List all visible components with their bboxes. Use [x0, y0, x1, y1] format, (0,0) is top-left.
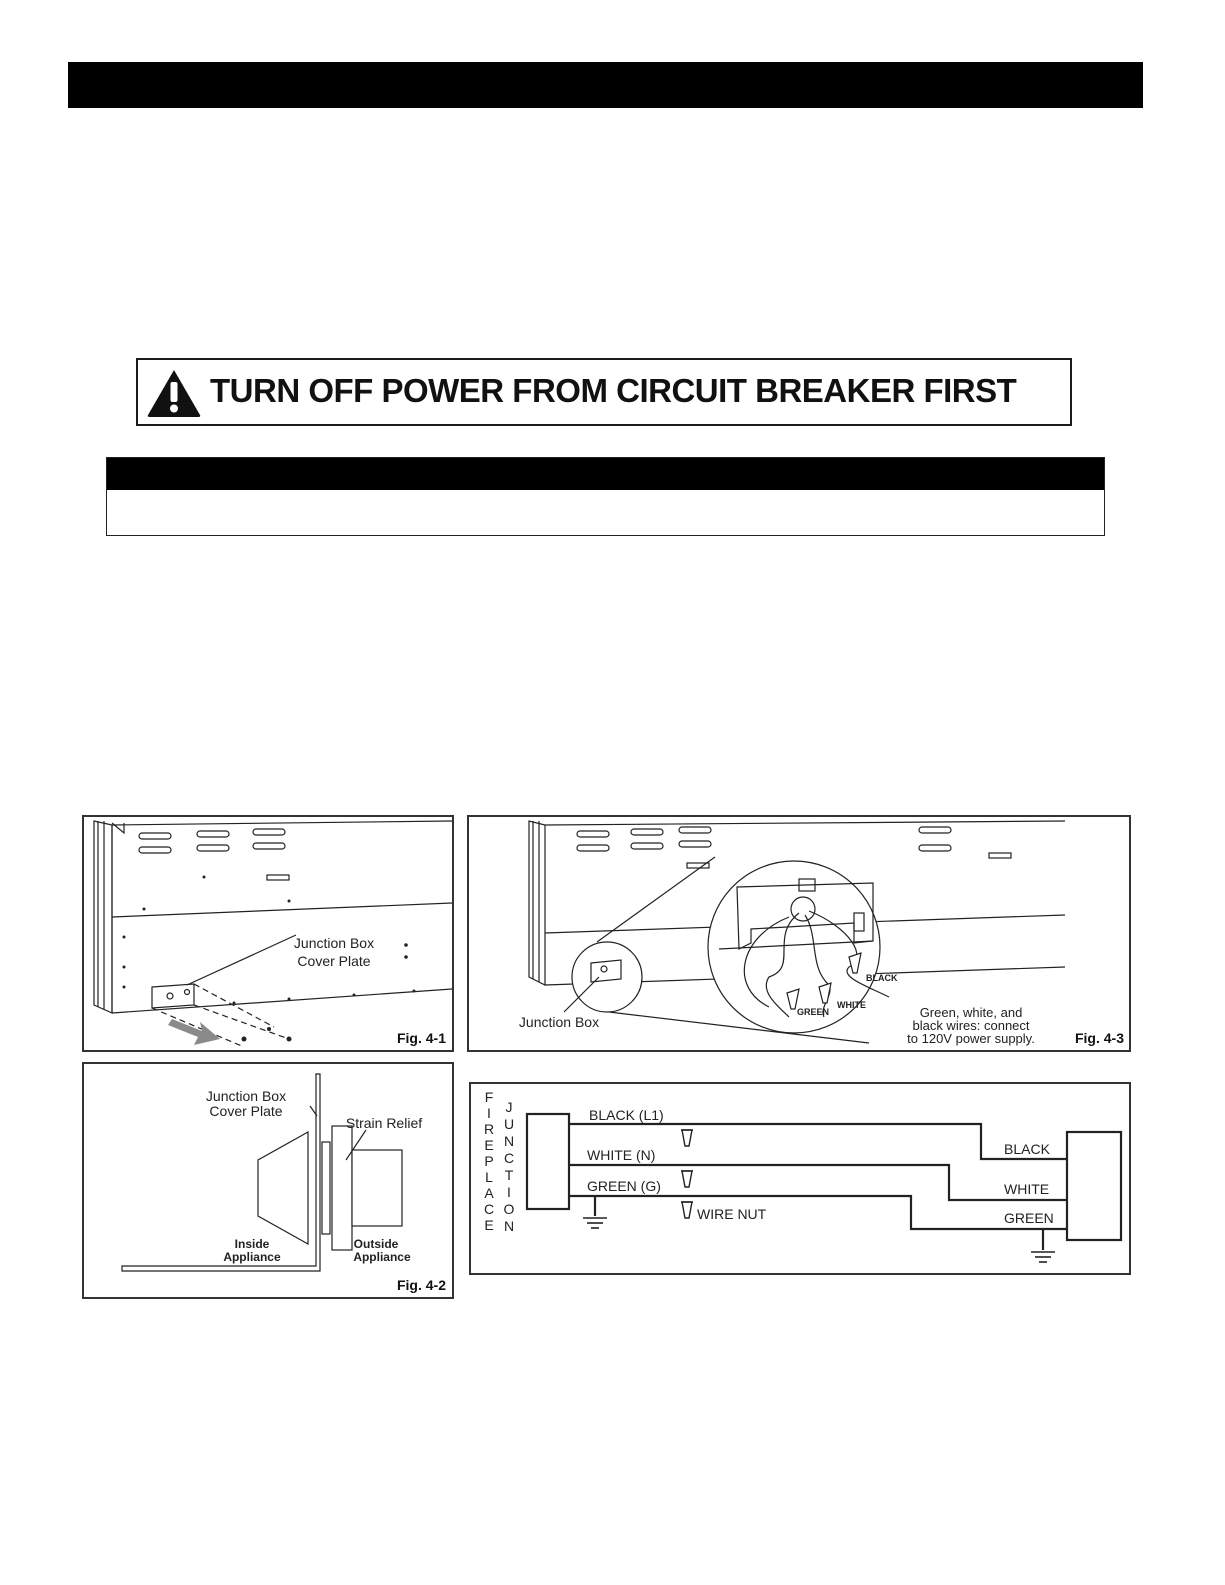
junction-box: [525, 1112, 571, 1211]
supply-label-white: WHITE: [1004, 1181, 1049, 1197]
svg-text:I: I: [507, 1184, 511, 1200]
supply-label-black: BLACK: [1004, 1141, 1051, 1157]
fig43-junction-box: Junction Box: [519, 1014, 599, 1030]
wire-label-green-g: GREEN (G): [587, 1178, 661, 1194]
svg-text:I: I: [487, 1105, 491, 1121]
fig43-note-line3: to 120V power supply.: [907, 1031, 1035, 1046]
fig43-wire-black: BLACK: [866, 973, 898, 983]
wire-label-black-l1: BLACK (L1): [589, 1107, 664, 1123]
svg-text:F: F: [485, 1089, 494, 1105]
svg-text:E: E: [484, 1217, 493, 1233]
svg-text:A: A: [484, 1185, 494, 1201]
fig43-wire-white: WHITE: [837, 1000, 866, 1010]
warning-text: TURN OFF POWER FROM CIRCUIT BREAKER FIRS…: [210, 372, 1017, 409]
svg-text:P: P: [484, 1153, 493, 1169]
svg-text:L: L: [485, 1169, 493, 1185]
warning-triangle-icon: [147, 370, 201, 417]
svg-text:R: R: [484, 1121, 494, 1137]
fig42-inside-line1: Inside: [235, 1237, 270, 1251]
wire-nut-icon: [681, 1201, 693, 1219]
black-wire: [569, 1122, 1067, 1161]
section-header-bar: [68, 62, 1143, 108]
green-wire: [569, 1194, 1067, 1231]
fig42-cover-line1: Junction Box: [206, 1088, 286, 1104]
svg-text:O: O: [504, 1201, 515, 1217]
wiring-diagram: F I R E P L A C E J U N C T I O N P: [469, 1082, 1131, 1275]
svg-text:C: C: [484, 1201, 494, 1217]
fig43-note-line1: Green, white, and: [920, 1005, 1023, 1020]
white-wire: [569, 1163, 1067, 1202]
fig42-outside-line2: Appliance: [353, 1250, 411, 1264]
fig43-note-line2: black wires: connect: [912, 1018, 1029, 1033]
figure-4-1: Junction Box Cover Plate Fig. 4-1: [82, 815, 454, 1052]
fig42-cover-line2: Cover Plate: [209, 1103, 282, 1119]
junction-label: J U N C T I O N: [504, 1099, 515, 1234]
notice-header-bar: [107, 458, 1104, 490]
power-supply-box: [1065, 1130, 1123, 1242]
svg-text:U: U: [504, 1116, 514, 1132]
fig43-label: Fig. 4-3: [1075, 1030, 1124, 1046]
warning-banner: TURN OFF POWER FROM CIRCUIT BREAKER FIRS…: [136, 358, 1072, 426]
supply-label-green: GREEN: [1004, 1210, 1054, 1226]
notice-box: [106, 457, 1105, 536]
fig42-outside-line1: Outside: [354, 1237, 399, 1251]
svg-text:J: J: [506, 1099, 513, 1115]
svg-text:C: C: [504, 1150, 514, 1166]
figure-4-2: Junction Box Cover Plate Strain Relief I…: [82, 1062, 454, 1299]
svg-text:T: T: [505, 1167, 514, 1183]
svg-text:N: N: [504, 1133, 514, 1149]
fig41-label: Fig. 4-1: [397, 1030, 446, 1046]
fig42-inside-line2: Appliance: [223, 1250, 281, 1264]
fig41-callout-line1: Junction Box: [294, 935, 374, 951]
fireplace-label: F I R E P L A C E: [484, 1089, 494, 1233]
fig43-wire-green: GREEN: [797, 1007, 829, 1017]
svg-text:E: E: [484, 1137, 493, 1153]
fig42-label: Fig. 4-2: [397, 1277, 446, 1293]
fig42-strain-relief: Strain Relief: [346, 1115, 422, 1131]
wire-label-white-n: WHITE (N): [587, 1147, 655, 1163]
svg-text:N: N: [504, 1218, 514, 1234]
wire-nut-icon: [681, 1129, 693, 1147]
fig41-callout-line2: Cover Plate: [297, 953, 370, 969]
wire-nut-label: WIRE NUT: [697, 1206, 767, 1222]
wire-nut-icon: [681, 1170, 693, 1188]
figure-4-3: BLACK WHITE GREEN Junction Box Green, wh…: [467, 815, 1131, 1052]
